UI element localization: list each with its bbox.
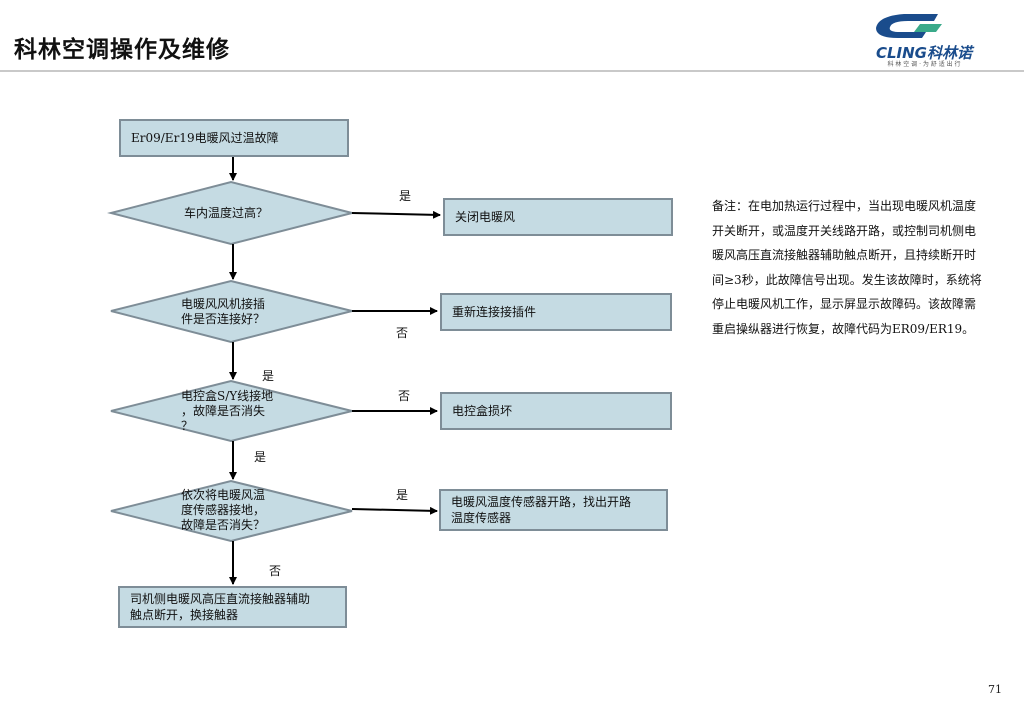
action4-box: 电暖风温度传感器开路，找出开路 温度传感器: [439, 489, 668, 531]
end-box: 司机侧电暖风高压直流接触器辅助 触点断开，换接触器: [118, 586, 347, 628]
decision4-diamond: [110, 479, 353, 543]
label-no-d2: 否: [396, 326, 409, 340]
cling-logo: CLING科林诺 科 林 空 调 · 为 舒 适 出 行: [838, 6, 1010, 68]
header-divider: [0, 70, 1024, 72]
remark-note: 备注：在电加热运行过程中，当出现电暖风机温度开关断开，或温度开关线路开路，或控制…: [712, 199, 982, 336]
label-yes-d3: 是: [254, 450, 267, 464]
decision3-text: 电控盒S/Y线接地 ，故障是否消失 ？: [181, 389, 274, 433]
decision4-text: 依次将电暖风温 度传感器接地， 故障是否消失？: [181, 488, 266, 532]
page-number: 71: [988, 683, 1002, 696]
label-yes-d4: 是: [396, 488, 409, 502]
action1-box: 关闭电暖风: [443, 198, 673, 236]
label-no-d3: 否: [398, 389, 411, 403]
action2-box: 重新连接接插件: [440, 293, 672, 331]
label-yes-d1: 是: [399, 189, 412, 203]
cling-logo-icon: [876, 14, 942, 38]
logo-text: CLING科林诺: [875, 44, 972, 62]
decision1-text: 车内温度过高？: [184, 206, 269, 220]
arrow-d1-to-a1: [351, 210, 441, 219]
label-yes-d2: 是: [262, 369, 275, 383]
label-no-d4: 否: [269, 564, 282, 578]
decision2-text: 电暖风风机接插 件是否连接好？: [181, 297, 266, 326]
logo-tagline: 科 林 空 调 · 为 舒 适 出 行: [887, 61, 961, 68]
arrow-d4-to-a4: [351, 506, 438, 515]
page-title: 科林空调操作及维修: [14, 37, 230, 63]
action3-box: 电控盒损坏: [440, 392, 672, 430]
start-box: Er09/Er19电暖风过温故障: [119, 119, 349, 157]
